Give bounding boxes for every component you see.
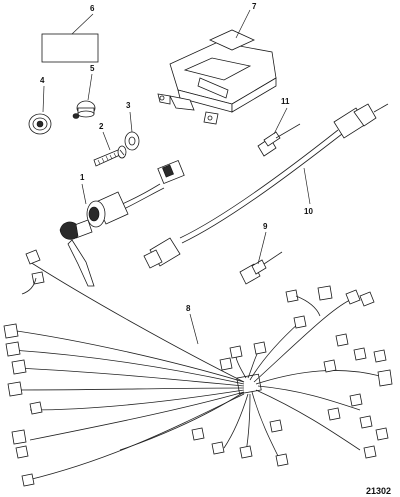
callout-11: 11 [281,97,290,106]
leader-7 [235,9,251,39]
washer-part [124,131,140,151]
ignition-switch-part [59,159,185,287]
screw-part [93,145,127,167]
leader-8 [189,313,199,345]
drawing-reference-number: 21302 [366,486,391,496]
callout-5: 5 [90,64,95,73]
control-module-part [157,29,277,125]
callout-3: 3 [126,101,131,110]
callout-1: 1 [80,173,85,182]
callout-7: 7 [252,2,257,11]
callout-6: 6 [90,4,95,13]
extension-harness-part [143,103,389,269]
callout-9: 9 [263,222,268,231]
leader-5 [87,73,93,101]
callout-8: 8 [186,304,191,313]
engine-harness-part [3,249,393,487]
callout-4: 4 [40,76,45,85]
decal-label-part [41,33,99,63]
leader-10 [303,167,311,205]
leader-3 [129,111,133,133]
connector-9-part [239,251,283,285]
push-nut-part [72,100,96,119]
leader-4 [42,85,45,113]
leader-1 [81,183,87,205]
leader-6 [71,13,94,35]
callout-10: 10 [304,207,313,216]
leader-2 [102,131,111,151]
connector-11-part [257,123,301,157]
leader-9 [257,231,267,265]
leader-11 [273,107,288,135]
grommet-part [28,113,52,135]
callout-2: 2 [99,122,104,131]
